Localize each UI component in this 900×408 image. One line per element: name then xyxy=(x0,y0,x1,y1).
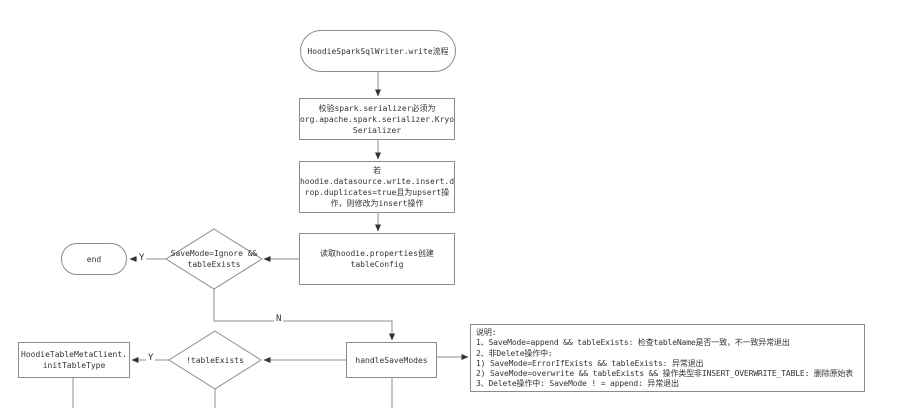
connector-ignore-no-to-handlesavemodes xyxy=(213,289,395,341)
read-properties-label: 读取hoodie.properties创建 tableConfig xyxy=(320,249,434,269)
start-label: HoodieSparkSqlWriter.write流程 xyxy=(307,46,449,56)
handle-save-modes-label: handleSaveModes xyxy=(355,355,428,365)
edge-label-not-exists-yes: Y xyxy=(146,353,156,364)
validate-serializer-step: 校验spark.serializer必须为 org.apache.spark.s… xyxy=(299,98,455,140)
insert-dedup-label: 若 hoodie.datasource.write.insert.d rop.d… xyxy=(299,166,455,208)
savemode-ignore-diamond xyxy=(165,228,263,290)
init-table-type-label: HoodieTableMetaClient. initTableType xyxy=(21,350,127,370)
read-properties-step: 读取hoodie.properties创建 tableConfig xyxy=(299,233,455,285)
init-table-type-step: HoodieTableMetaClient. initTableType xyxy=(18,342,130,378)
edge-label-ignore-no: N xyxy=(274,314,284,325)
explanation-note: 说明: 1、SaveMode=append && tableExists: 检查… xyxy=(470,324,865,392)
end-label: end xyxy=(86,254,102,264)
savemode-ignore-diamond-label: SaveMode=Ignore && tableExists xyxy=(170,249,258,269)
insert-dedup-step: 若 hoodie.datasource.write.insert.d rop.d… xyxy=(299,161,455,213)
edge-label-ignore-yes: Y xyxy=(137,253,147,264)
handle-save-modes-step: handleSaveModes xyxy=(346,342,437,378)
validate-serializer-label: 校验spark.serializer必须为 org.apache.spark.s… xyxy=(299,103,455,135)
end-terminator: end xyxy=(61,243,127,275)
not-table-exists-diamond-label: !tableExists xyxy=(186,355,244,365)
start-terminator: HoodieSparkSqlWriter.write流程 xyxy=(300,30,456,72)
not-table-exists-diamond xyxy=(168,330,262,390)
